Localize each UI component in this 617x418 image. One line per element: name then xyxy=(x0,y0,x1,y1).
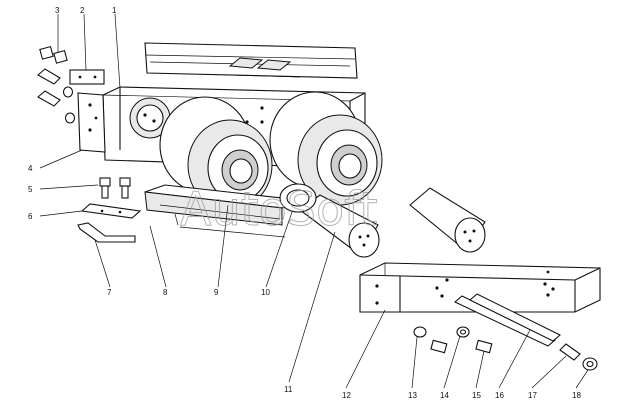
callout-6: 6 xyxy=(28,212,33,221)
top-rail xyxy=(144,42,358,79)
callout-9: 9 xyxy=(214,288,219,297)
callout-5: 5 xyxy=(28,185,33,194)
callout-labels: 3 2 1 4 5 6 7 8 9 10 11 12 13 14 15 16 1… xyxy=(28,6,581,400)
left-hardware xyxy=(37,45,142,243)
callout-18: 18 xyxy=(572,391,581,400)
callout-15: 15 xyxy=(472,391,481,400)
callout-4: 4 xyxy=(28,164,33,173)
end-plate xyxy=(77,92,106,153)
callout-17: 17 xyxy=(528,391,537,400)
callout-12: 12 xyxy=(342,391,351,400)
right-bar xyxy=(359,262,601,313)
gear-wheels xyxy=(159,91,383,211)
callout-11: 11 xyxy=(284,385,293,394)
base-plate xyxy=(144,184,303,238)
leader-lines xyxy=(39,13,589,389)
callout-2: 2 xyxy=(80,6,85,15)
right-hardware xyxy=(413,293,598,371)
callout-8: 8 xyxy=(163,288,168,297)
callout-14: 14 xyxy=(440,391,449,400)
watermark-text: AutoSoft xyxy=(180,182,378,236)
callout-13: 13 xyxy=(408,391,417,400)
shafts xyxy=(279,183,486,258)
callout-1: 1 xyxy=(112,6,117,15)
callout-3: 3 xyxy=(55,6,60,15)
callout-7: 7 xyxy=(107,288,112,297)
callout-10: 10 xyxy=(261,288,270,297)
callout-16: 16 xyxy=(495,391,504,400)
